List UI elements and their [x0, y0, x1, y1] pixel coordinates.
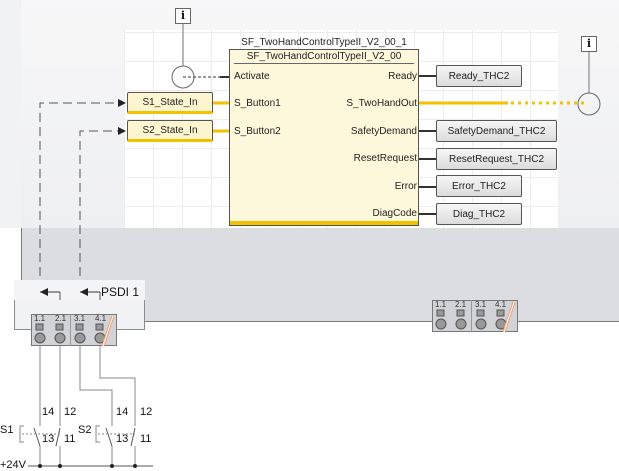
terminal-stripe-inner — [503, 301, 515, 333]
psdi-label: PSDI 1 — [101, 285, 140, 299]
left-margin — [0, 0, 21, 228]
fb-instance-name: SF_TwoHandControlTypeII_V2_00_1 — [241, 37, 407, 48]
led — [95, 323, 104, 331]
terminal-divider — [70, 314, 71, 346]
terminal-label: 4.1 — [495, 300, 507, 309]
output-variable-error[interactable]: Error_THC2 — [436, 175, 522, 197]
s1-no-contact — [33, 427, 41, 447]
junction — [58, 464, 62, 468]
info-icon[interactable]: i — [175, 8, 191, 24]
s1-contact-11: 11 — [64, 433, 76, 445]
led — [55, 323, 64, 331]
terminal-label: 3.1 — [74, 314, 86, 323]
dashed-link-s2 — [79, 130, 118, 290]
input-variable-s2-state-in[interactable]: S2_State_In — [127, 120, 213, 142]
terminal-stripe-inner — [102, 315, 114, 347]
psdi-header — [14, 280, 145, 302]
psdi-arrowhead-2 — [80, 288, 88, 296]
s2-contact-13: 13 — [116, 433, 129, 445]
psdi-arrowhead-1 — [40, 288, 48, 296]
s1-contact-12: 12 — [64, 406, 77, 418]
s1-pushbutton — [19, 425, 24, 443]
psdi-arrows — [40, 288, 101, 300]
terminal-label: 4.1 — [95, 314, 107, 323]
wire-4-1 — [99, 346, 136, 426]
terminal-label: 2.1 — [455, 300, 467, 309]
pin-ready[interactable]: Ready — [388, 71, 417, 82]
switch-s2-label: S2 — [78, 424, 92, 436]
junction — [110, 464, 114, 468]
s1-contact-14: 14 — [42, 406, 55, 418]
arrow-s2-state-in — [118, 127, 126, 135]
pin-diagcode[interactable]: DiagCode — [372, 208, 417, 219]
led — [496, 309, 505, 317]
screw — [54, 332, 66, 344]
pin-resetrequest[interactable]: ResetRequest — [353, 153, 417, 164]
supply-label: +24V — [0, 459, 26, 471]
junction — [133, 464, 137, 468]
output-variable-safetydemand[interactable]: SafetyDemand_THC2 — [436, 120, 557, 142]
dashed-link-s1 — [39, 102, 118, 290]
pin-safetydemand[interactable]: SafetyDemand — [350, 126, 417, 137]
terminal-label: 1.1 — [34, 314, 46, 323]
output-connector-circle — [577, 92, 601, 116]
pin-s-twohandout[interactable]: S_TwoHandOut — [346, 98, 417, 109]
fb-title-divider — [234, 63, 414, 64]
terminal-contacts-2 — [435, 301, 516, 333]
s2-nc-contact — [130, 427, 136, 447]
input-variable-s1-state-in[interactable]: S1_State_In — [127, 92, 213, 114]
fb-type-name: SF_TwoHandControlTypeII_V2_00 — [246, 51, 402, 62]
led — [75, 323, 84, 331]
led — [436, 309, 445, 317]
pin-s-button1[interactable]: S_Button1 — [234, 98, 281, 109]
s2-no-contact — [105, 427, 113, 447]
screw — [455, 318, 467, 330]
screw — [475, 318, 487, 330]
wire-3-1 — [79, 346, 113, 426]
screw — [74, 332, 86, 344]
s2-contact-14: 14 — [116, 406, 129, 418]
output-variable-diag[interactable]: Diag_THC2 — [436, 203, 522, 225]
s2-contact-11: 11 — [140, 433, 152, 445]
info-icon[interactable]: i — [581, 36, 597, 52]
pin-s-button2[interactable]: S_Button2 — [234, 126, 281, 137]
function-block[interactable] — [229, 49, 419, 226]
s1-nc-contact — [55, 427, 61, 447]
led — [35, 323, 44, 331]
led — [476, 309, 485, 317]
pin-error[interactable]: Error — [394, 181, 417, 192]
terminal-label: 1.1 — [435, 300, 447, 309]
screw — [34, 332, 46, 344]
pin-activate[interactable]: Activate — [234, 71, 270, 82]
terminal-label: 2.1 — [55, 314, 67, 323]
screw — [435, 318, 447, 330]
arrow-s1-state-in — [118, 99, 126, 107]
output-variable-resetrequest[interactable]: ResetRequest_THC2 — [436, 148, 557, 170]
junction — [38, 464, 42, 468]
s2-contact-12: 12 — [140, 406, 153, 418]
terminal-label: 3.1 — [475, 300, 487, 309]
field-wiring — [19, 346, 153, 468]
switch-s1-label: S1 — [0, 424, 14, 436]
function-block-safe-bar — [230, 221, 418, 225]
s2-pushbutton — [95, 425, 100, 443]
s1-contact-13: 13 — [42, 433, 55, 445]
output-variable-ready[interactable]: Ready_THC2 — [436, 65, 522, 87]
terminal-divider — [471, 300, 472, 332]
led — [456, 309, 465, 317]
terminal-contacts-psdi — [34, 315, 115, 347]
